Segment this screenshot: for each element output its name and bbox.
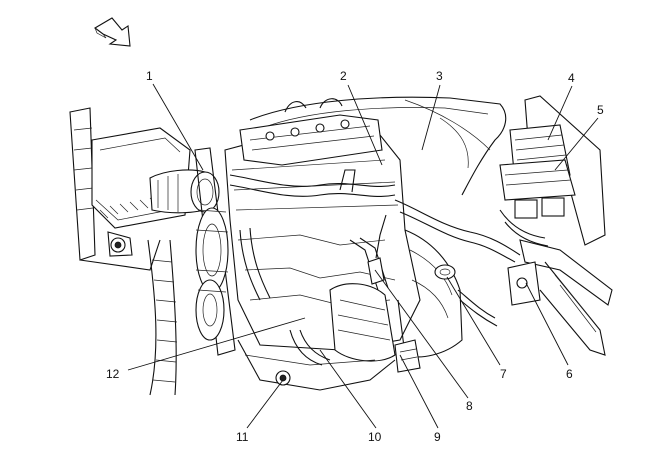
oil-pan — [237, 329, 396, 391]
callout-8: 8 — [466, 399, 473, 413]
leader-6 — [525, 282, 569, 366]
callout-4: 4 — [568, 71, 575, 85]
control-module-bracket — [499, 95, 606, 247]
leader-9 — [399, 354, 439, 429]
leader-11 — [246, 379, 284, 429]
mount-bracket — [434, 264, 498, 327]
leader-8 — [374, 269, 469, 399]
transmission — [394, 229, 463, 373]
callout-9: 9 — [434, 430, 441, 444]
callout-2: 2 — [340, 69, 347, 83]
frame-rail-left — [69, 107, 178, 396]
leader-2 — [347, 84, 383, 166]
exhaust-manifold — [329, 237, 396, 362]
engine-block — [224, 129, 421, 351]
leader-1 — [152, 83, 204, 171]
callout-7: 7 — [500, 367, 507, 381]
leader-4 — [547, 85, 573, 141]
leader-5 — [554, 117, 599, 171]
coolant-hoses — [229, 169, 521, 301]
callout-labels: 1 2 3 4 5 6 7 8 9 10 11 12 — [106, 69, 604, 444]
front-direction-arrow-icon — [94, 17, 131, 47]
callout-10: 10 — [368, 430, 382, 444]
leader-10 — [319, 349, 377, 429]
oxygen-sensor — [367, 214, 387, 285]
callout-12: 12 — [106, 367, 120, 381]
callout-1: 1 — [146, 69, 153, 83]
accessory-drive — [194, 147, 236, 356]
frame-rail-right — [507, 239, 613, 356]
callout-5: 5 — [597, 103, 604, 117]
callout-6: 6 — [566, 367, 573, 381]
leader-7 — [446, 276, 501, 366]
leader-3 — [421, 84, 441, 151]
callout-11: 11 — [236, 430, 249, 444]
valve-cover — [239, 98, 383, 166]
callout-leaders — [127, 83, 599, 429]
callout-3: 3 — [436, 69, 443, 83]
leader-12 — [127, 317, 306, 371]
intake-duct — [149, 169, 220, 214]
